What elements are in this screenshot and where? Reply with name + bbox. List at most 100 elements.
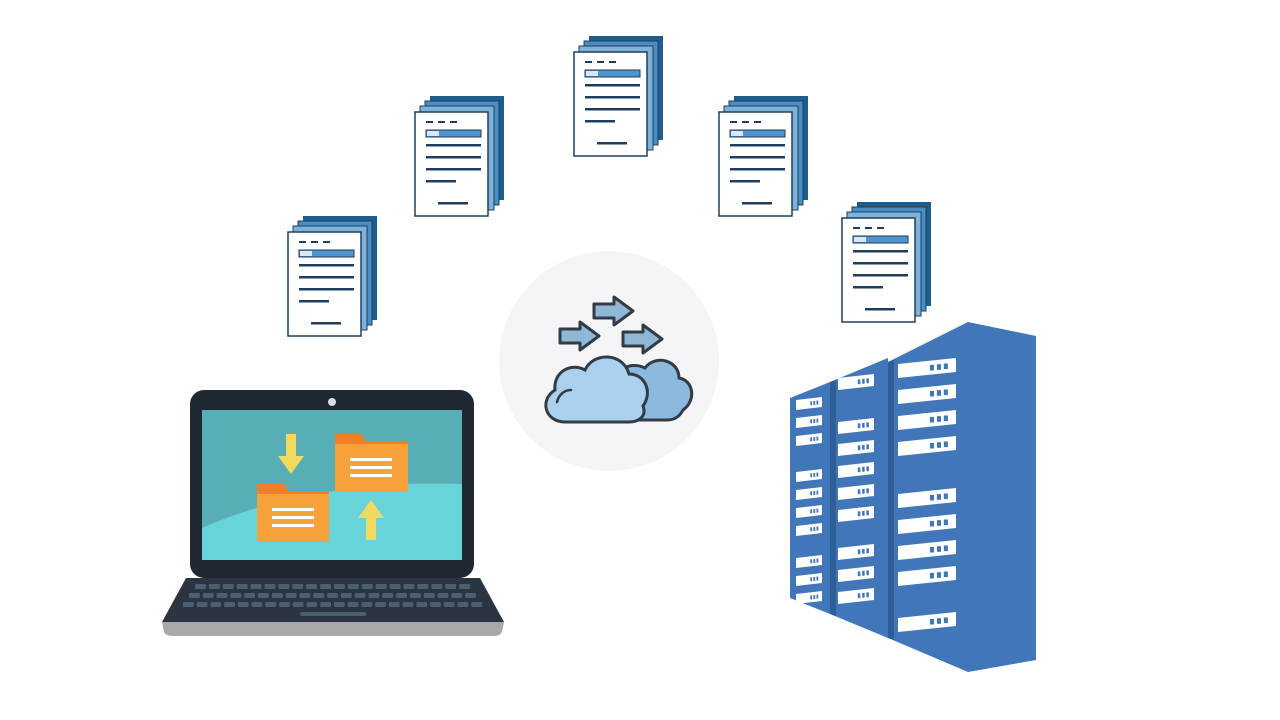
keyboard-key (368, 593, 380, 598)
server-slot (898, 566, 956, 586)
keyboard-key (347, 602, 359, 607)
keyboard-key (375, 584, 387, 589)
keyboard-key (258, 593, 269, 598)
keyboard-key (327, 593, 338, 598)
server-slot (796, 487, 822, 500)
keyboard-key (361, 602, 373, 607)
keyboard-key (347, 584, 359, 589)
keyboard-key (237, 602, 249, 607)
keyboard-key (244, 593, 255, 598)
server-slot (838, 544, 874, 560)
server-slot (838, 588, 874, 604)
keyboard-key (265, 602, 277, 607)
laptop-icon (160, 388, 506, 638)
keyboard-key (202, 593, 214, 598)
server-slot (898, 358, 956, 378)
keyboard-key (195, 584, 206, 589)
keyboard-key (264, 584, 276, 589)
server-slot (838, 484, 874, 500)
keyboard-keys (183, 584, 482, 607)
server-slot (796, 397, 822, 410)
keyboard-key (250, 584, 262, 589)
keyboard-key (271, 593, 283, 598)
server-slot (838, 506, 874, 522)
keyboard-key (251, 602, 263, 607)
keyboard-key (299, 593, 311, 598)
server-slot (898, 540, 956, 560)
keyboard-key (334, 602, 345, 607)
arrow-right-icon (621, 323, 664, 355)
keyboard-key (443, 602, 455, 607)
keyboard-key (236, 584, 248, 589)
keyboard-key (334, 584, 345, 589)
server-slot (838, 440, 874, 456)
server-slot (796, 505, 822, 518)
keyboard-key (306, 602, 318, 607)
keyboard-key (423, 593, 435, 598)
keyboard-key (340, 593, 352, 598)
server-slot (796, 555, 822, 568)
server-slot (838, 566, 874, 582)
keyboard-key (430, 602, 441, 607)
keyboard-key (457, 602, 469, 607)
keyboard-key (208, 584, 220, 589)
keyboard-key (389, 584, 401, 589)
keyboard-key (437, 593, 449, 598)
keyboard-key (222, 584, 234, 589)
server-slot (898, 514, 956, 534)
trackpad (300, 612, 366, 616)
server-slot (838, 374, 874, 390)
keyboard-key (416, 602, 428, 607)
upload-arrow-icon (358, 500, 384, 540)
keyboard-key (279, 602, 290, 607)
server-slot (898, 436, 956, 456)
keyboard-key (410, 593, 421, 598)
keyboard-key (306, 584, 318, 589)
server-slot (796, 573, 822, 586)
download-arrow-icon (278, 434, 304, 474)
keyboard-key (285, 593, 297, 598)
server-slot (796, 523, 822, 536)
keyboard-key (402, 602, 414, 607)
keyboard-key (230, 593, 242, 598)
keyboard-key (292, 602, 304, 607)
keyboard-key (216, 593, 228, 598)
keyboard-key (459, 584, 470, 589)
keyboard-key (224, 602, 235, 607)
keyboard-key (396, 593, 407, 598)
cloud-front-shape (544, 355, 649, 424)
keyboard-key (196, 602, 208, 607)
keyboard-key (375, 602, 386, 607)
folder-icon (335, 434, 408, 492)
server-slot (838, 418, 874, 434)
cloud-transfer-icon (497, 250, 721, 472)
keyboard-key (320, 584, 331, 589)
keyboard-key (417, 584, 429, 589)
server-rack-icon (790, 322, 1038, 672)
keyboard-key (361, 584, 373, 589)
server-slots (796, 358, 956, 632)
keyboard-key (354, 593, 366, 598)
arrow-right-icon (592, 295, 635, 327)
keyboard-key (313, 593, 325, 598)
keyboard-key (292, 584, 304, 589)
server-slot (898, 410, 956, 430)
laptop-base (162, 622, 504, 636)
server-slot (898, 488, 956, 508)
arrow-right-icon (558, 320, 601, 352)
keyboard-key (278, 584, 290, 589)
server-slot (898, 612, 956, 632)
keyboard-key (388, 602, 400, 607)
keyboard-key (451, 593, 463, 598)
document-stack-icon (841, 202, 933, 324)
document-stack-icon (573, 36, 665, 158)
server-unit (888, 322, 1036, 672)
document-stack-icon (287, 216, 379, 338)
folder-icon (257, 483, 329, 542)
keyboard-key (431, 584, 443, 589)
server-slot (898, 384, 956, 404)
keyboard-key (189, 593, 200, 598)
server-slot (796, 433, 822, 446)
server-slot (796, 415, 822, 428)
document-stack-icon (414, 96, 506, 218)
